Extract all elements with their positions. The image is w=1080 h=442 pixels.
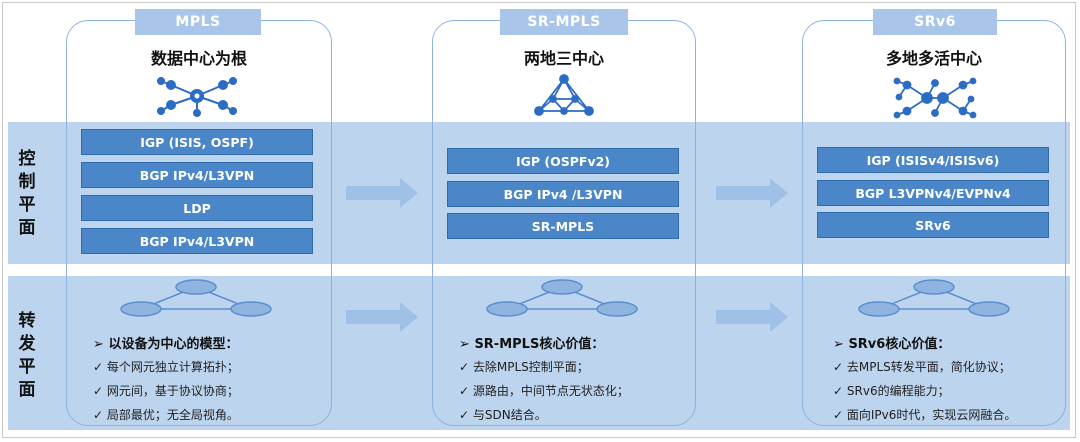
forwarding-plane-label: 转 发 平 面 (18, 311, 36, 400)
column-srv6: SRv6 多地多活中心 IGP (ISISv4/ISISv6) BGP L3VP… (802, 9, 1066, 426)
router-ring-icon (858, 279, 1010, 317)
arrow-right-icon (716, 302, 788, 332)
value-title: ➢ 以设备为中心的模型： (93, 337, 239, 352)
value-item: ✓ 去MPLS转发平面，简化协议； (833, 360, 1011, 374)
column-sr-mpls: SR-MPLS 两地三中心 IGP (OSPFv2) BGP IPv4 /L3V… (432, 9, 696, 426)
protocol-box: IGP (ISISv4/ISISv6) (817, 147, 1049, 173)
dual-hub-topology-icon (893, 77, 977, 119)
column-tab: SRv6 (873, 9, 997, 35)
forwarding-plane-band (8, 276, 1070, 430)
column-title: 数据中心为根 (150, 49, 247, 68)
protocol-box: BGP IPv4/L3VPN (81, 162, 313, 188)
value-item: ✓ 去除MPLS控制平面； (459, 360, 589, 374)
value-item: ✓ 与SDN结合。 (459, 408, 547, 422)
control-plane-label: 控 制 平 面 (18, 149, 36, 238)
protocol-box: SR-MPLS (447, 213, 679, 239)
column-title: 多地多活中心 (885, 49, 982, 68)
router-ring-icon (486, 279, 638, 317)
protocol-box: BGP IPv4/L3VPN (81, 228, 313, 254)
column-tab: MPLS (135, 9, 261, 35)
router-ring-icon (120, 279, 272, 317)
value-item: ✓ 源路由，中间节点无状态化； (459, 384, 629, 398)
value-item: ✓ 每个网元独立计算拓扑； (93, 360, 239, 374)
hub-topology-icon (157, 77, 237, 117)
triangle-mesh-icon (534, 74, 594, 116)
arrow-right-icon (716, 178, 788, 208)
column-mpls: MPLS 数据中心为根 IGP (ISIS, OSPF) BGP IPv4/L3… (66, 9, 332, 426)
value-title: ➢ SR-MPLS核心价值： (459, 337, 605, 352)
protocol-box: SRv6 (817, 212, 1049, 238)
arrow-right-icon (346, 302, 418, 332)
value-item: ✓ 网元间，基于协议协商； (93, 384, 239, 398)
protocol-box: BGP IPv4 /L3VPN (447, 181, 679, 207)
column-tab: SR-MPLS (500, 9, 628, 35)
value-item: ✓ 面向IPv6时代，实现云网融合。 (833, 408, 1017, 422)
column-title: 两地三中心 (523, 49, 604, 68)
value-item: ✓ SRv6的编程能力； (833, 384, 950, 398)
arrow-right-icon (346, 178, 418, 208)
protocol-box: IGP (OSPFv2) (447, 148, 679, 174)
protocol-box: BGP L3VPNv4/EVPNv4 (817, 180, 1049, 206)
value-title: ➢ SRv6核心价值： (833, 337, 951, 352)
protocol-box: LDP (81, 195, 313, 221)
value-item: ✓ 局部最优；无全局视角。 (93, 408, 239, 422)
protocol-box: IGP (ISIS, OSPF) (81, 129, 313, 155)
